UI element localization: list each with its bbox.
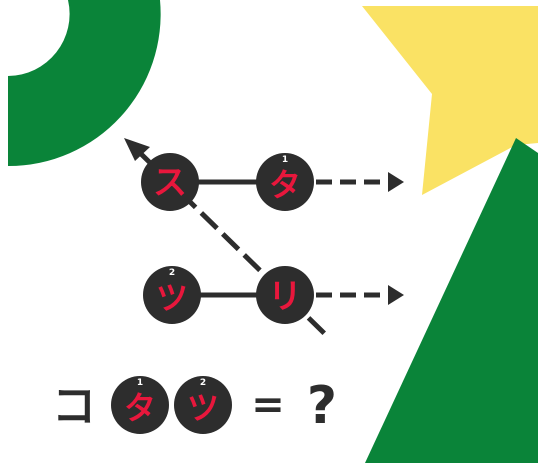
- equation-prefix: コ: [52, 381, 96, 432]
- node-ta-kana: タ: [269, 166, 301, 204]
- green-ring-segment: [8, 0, 161, 167]
- equation: コ タ 1 ツ 2 = ?: [52, 376, 337, 436]
- equation-equals: =: [251, 382, 285, 428]
- equation-term2-kana: ツ: [187, 389, 219, 427]
- arrowhead-up-left: [124, 138, 150, 161]
- arrowhead-right-row2: [388, 285, 404, 305]
- node-su-kana: ス: [153, 163, 187, 203]
- node-ta: タ 1: [256, 153, 314, 211]
- green-triangle-shape: [365, 138, 538, 463]
- arrowhead-right-row1: [388, 172, 404, 192]
- equation-term2: ツ 2: [174, 376, 232, 434]
- node-tsu-kana: ツ: [156, 279, 188, 317]
- equation-term1-index: 1: [137, 378, 143, 388]
- node-tsu: ツ 2: [143, 266, 201, 324]
- node-su: ス: [141, 153, 199, 211]
- node-ta-index: 1: [282, 155, 288, 165]
- equation-term1-kana: タ: [124, 389, 156, 427]
- equation-term1: タ 1: [111, 376, 169, 434]
- equation-unknown: ?: [307, 376, 337, 436]
- node-ri: リ: [256, 266, 314, 324]
- equation-term2-index: 2: [200, 378, 206, 388]
- yellow-star-shape: [362, 6, 538, 195]
- node-ri-kana: リ: [268, 277, 302, 317]
- node-tsu-index: 2: [169, 268, 175, 278]
